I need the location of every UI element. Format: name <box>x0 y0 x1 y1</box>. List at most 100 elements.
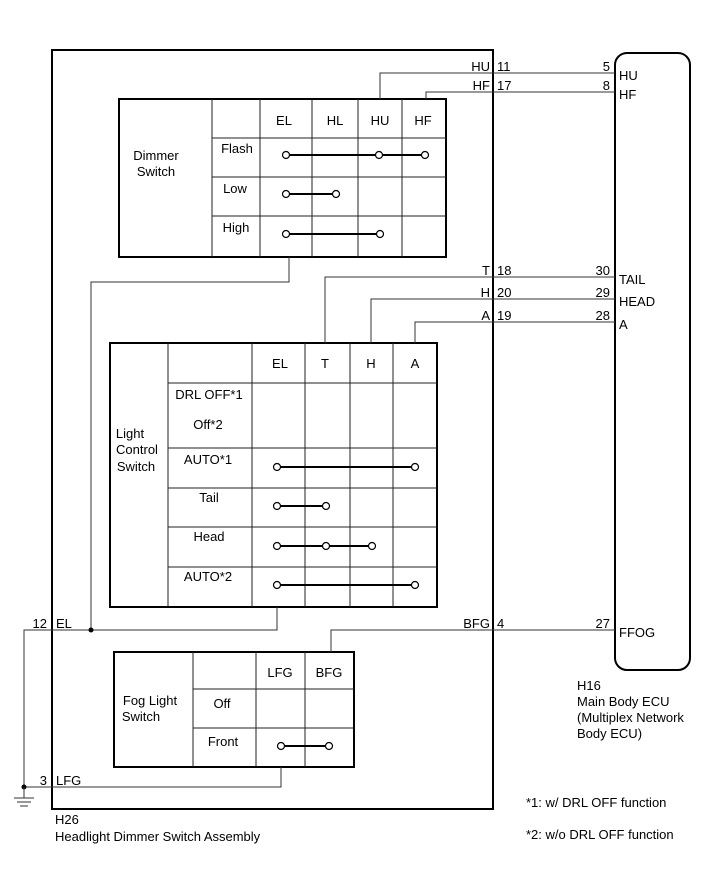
lcs-title-line3: Switch <box>117 459 155 474</box>
sw-pin-t: 18 <box>497 263 511 278</box>
sw-label-t: T <box>482 263 490 278</box>
pin-el-label: EL <box>56 616 72 631</box>
terminal-dot <box>276 741 286 751</box>
dimmer-row-low: Low <box>223 181 247 196</box>
wire-tail <box>324 276 615 343</box>
sw-pin-h: 20 <box>497 285 511 300</box>
ecu-label-tail: TAIL <box>619 272 646 287</box>
terminal-dot <box>281 229 291 239</box>
lcs-row-tail: Tail <box>199 490 219 505</box>
sw-label-hf: HF <box>473 78 490 93</box>
wire-bfg <box>330 629 615 652</box>
terminal-dot <box>410 462 420 472</box>
switch-assembly-box <box>51 49 494 810</box>
terminal-dot <box>321 501 331 511</box>
wire-el-dimmer <box>90 257 290 630</box>
terminal-dot <box>281 189 291 199</box>
pin-lfg-number: 3 <box>40 773 47 788</box>
wire-hf <box>425 91 615 99</box>
ecu-label-a: A <box>619 317 628 332</box>
terminal-dot <box>321 541 331 551</box>
ecu-label-ffog: FFOG <box>619 625 655 640</box>
note-1: *1: w/ DRL OFF function <box>526 795 666 810</box>
terminal-dot <box>272 541 282 551</box>
dimmer-row-high: High <box>223 220 250 235</box>
ecu-box <box>614 52 691 671</box>
terminal-dot <box>272 462 282 472</box>
wire-head <box>370 298 615 343</box>
terminal-dot <box>420 150 430 160</box>
fog-col-bfg: BFG <box>316 665 343 680</box>
dimmer-title-line1: Dimmer <box>133 148 179 163</box>
ecu-label-hf: HF <box>619 87 636 102</box>
sw-label-hu: HU <box>471 59 490 74</box>
ecu-pin-hf: 8 <box>603 78 610 93</box>
pin-lfg-label: LFG <box>56 773 81 788</box>
sw-pin-hu: 11 <box>497 59 511 74</box>
sw-label-h: H <box>481 285 490 300</box>
dimmer-col-hf: HF <box>414 113 431 128</box>
terminal-dot <box>410 580 420 590</box>
assembly-code: H26 <box>55 812 79 827</box>
dimmer-row-flash: Flash <box>221 141 253 156</box>
terminal-dot <box>375 229 385 239</box>
lcs-col-t: T <box>321 356 329 371</box>
lcs-row-off: Off*2 <box>193 417 222 432</box>
ecu-pin-ffog: 27 <box>596 616 610 631</box>
wires <box>14 72 615 807</box>
ecu-label-hu: HU <box>619 68 638 83</box>
fog-light-switch-table: Fog Light Switch LFG BFG Off Front <box>113 651 355 768</box>
assembly-name: Headlight Dimmer Switch Assembly <box>55 829 261 844</box>
ecu-pin-head: 29 <box>596 285 610 300</box>
sw-pin-a: 19 <box>497 308 511 323</box>
fog-title-line1: Fog Light <box>123 693 178 708</box>
ecu-pin-a: 28 <box>596 308 610 323</box>
dimmer-col-el: EL <box>276 113 292 128</box>
lcs-row-auto1: AUTO*1 <box>184 452 232 467</box>
fog-col-lfg: LFG <box>267 665 292 680</box>
dimmer-col-hu: HU <box>371 113 390 128</box>
terminal-dot <box>374 150 384 160</box>
wire-a <box>414 321 615 343</box>
lcs-title-line2: Control <box>116 442 158 457</box>
ecu-code: H16 <box>577 678 601 693</box>
lcs-title-line1: Light <box>116 426 145 441</box>
ecu-name-line2: (Multiplex Network <box>577 710 684 725</box>
lcs-row-auto2: AUTO*2 <box>184 569 232 584</box>
ecu-pin-tail: 30 <box>596 263 610 278</box>
ecu-pin-hu: 5 <box>603 59 610 74</box>
lcs-row-drl-off: DRL OFF*1 <box>175 387 242 402</box>
lcs-row-head: Head <box>193 529 224 544</box>
fog-title-line2: Switch <box>122 709 160 724</box>
wire-hu <box>379 72 615 99</box>
sw-label-a: A <box>481 308 490 323</box>
ecu-label-head: HEAD <box>619 294 655 309</box>
wire-lfg <box>22 767 282 788</box>
terminal-dot <box>331 189 341 199</box>
dimmer-switch-table: Dimmer Switch EL HL HU HF Flash Low High <box>118 98 447 258</box>
terminal-dot <box>281 150 291 160</box>
terminal-dot <box>367 541 377 551</box>
dimmer-title-line2: Switch <box>137 164 175 179</box>
light-control-switch-table: Light Control Switch EL T H A DRL OFF*1 … <box>109 342 438 608</box>
ecu-name-line1: Main Body ECU <box>577 694 669 709</box>
terminal-dot <box>272 501 282 511</box>
lcs-col-el: EL <box>272 356 288 371</box>
sw-pin-bfg: 4 <box>497 616 504 631</box>
sw-pin-hf: 17 <box>497 78 511 93</box>
lcs-col-h: H <box>366 356 375 371</box>
lcs-col-a: A <box>411 356 420 371</box>
sw-label-bfg: BFG <box>463 616 490 631</box>
terminal-dot <box>324 741 334 751</box>
ecu-name-line3: Body ECU) <box>577 726 642 741</box>
junction-dot <box>88 627 94 633</box>
dimmer-col-hl: HL <box>327 113 344 128</box>
pin-el-number: 12 <box>33 616 47 631</box>
fog-row-off: Off <box>213 696 230 711</box>
wire-el-lcs <box>23 607 278 787</box>
ground-icon <box>14 797 34 807</box>
note-2: *2: w/o DRL OFF function <box>526 827 674 842</box>
fog-row-front: Front <box>208 734 239 749</box>
terminal-dot <box>272 580 282 590</box>
